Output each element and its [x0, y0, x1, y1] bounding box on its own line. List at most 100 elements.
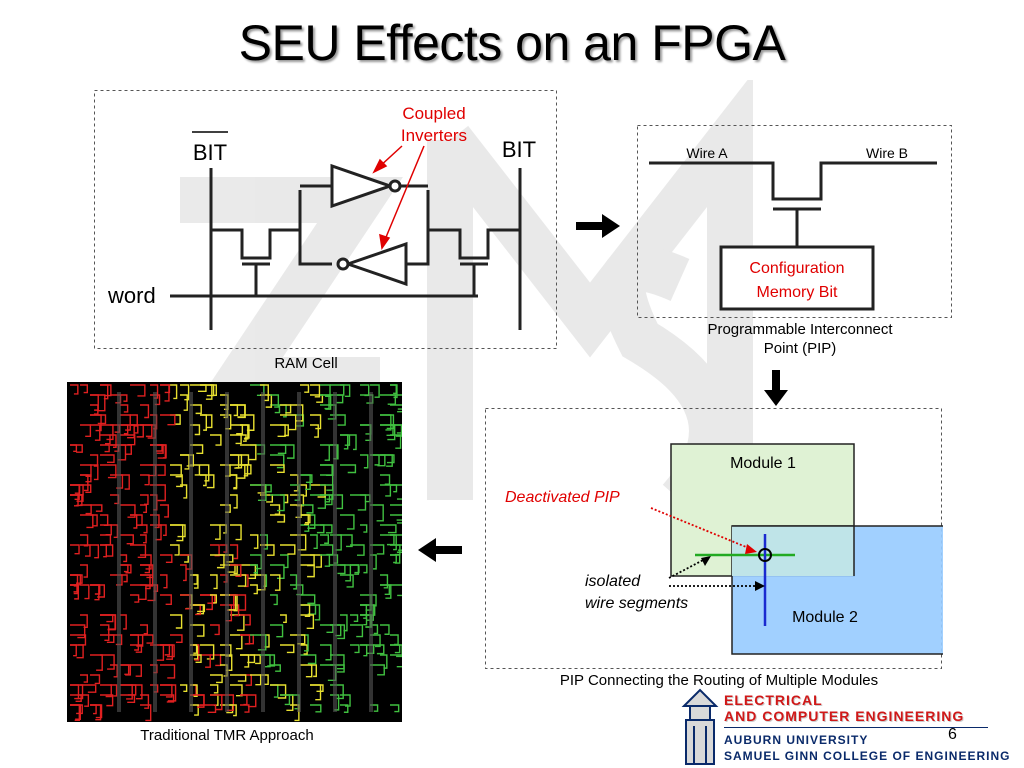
routing-trace [80, 484, 92, 493]
routing-trace [310, 684, 324, 692]
routing-trace [130, 544, 147, 558]
routing-trace [200, 474, 215, 489]
routing-trace [370, 504, 384, 522]
routing-trace [350, 434, 357, 451]
routing-trace [90, 394, 99, 411]
routing-trace [250, 534, 259, 549]
routing-trace [130, 634, 140, 651]
routing-trace [330, 414, 346, 426]
routing-trace [370, 634, 381, 648]
pip-caption-line1: Programmable Interconnect [707, 321, 893, 338]
routing-trace [210, 684, 219, 694]
routing-trace [100, 654, 115, 670]
logo-line1: ELECTRICAL [724, 692, 823, 708]
routing-trace [280, 414, 297, 431]
routing-trace [150, 484, 166, 502]
routing-trace [140, 404, 150, 419]
inverter-bottom-bubble [336, 257, 350, 271]
routing-trace [240, 444, 257, 461]
routing-trace [310, 604, 321, 621]
routing-trace [260, 394, 273, 408]
pip-diagram: Wire A Wire B Configuration Memory Bit [637, 125, 952, 318]
routing-trace [100, 544, 114, 557]
tmr-routing-image [67, 382, 402, 722]
routing-trace [190, 574, 198, 585]
routing-trace [160, 414, 176, 426]
routing-trace [380, 424, 394, 437]
routing-trace [70, 584, 80, 600]
routing-trace [140, 534, 147, 544]
config-memory-box [719, 245, 875, 311]
routing-trace [120, 534, 134, 545]
routing-trace [360, 384, 370, 397]
routing-trace [360, 644, 368, 657]
routing-trace [180, 564, 187, 582]
routing-trace [130, 594, 140, 603]
routing-trace [290, 574, 298, 590]
routing-trace [350, 614, 359, 623]
routing-trace [310, 394, 324, 403]
routing-trace [120, 564, 129, 573]
clb-column [225, 392, 229, 712]
routing-trace [390, 424, 402, 434]
routing-trace [190, 644, 198, 654]
routing-trace [100, 634, 115, 644]
routing-trace [340, 564, 352, 582]
routing-trace [170, 524, 186, 538]
routing-trace [340, 434, 349, 450]
routing-trace [130, 644, 143, 653]
routing-trace [280, 444, 295, 459]
routing-trace [200, 704, 217, 713]
routing-trace [160, 524, 167, 537]
routing-trace [330, 564, 346, 575]
routing-trace [70, 704, 82, 720]
logo-line3: AUBURN UNIVERSITY [724, 733, 869, 747]
routing-trace [320, 534, 329, 544]
routing-trace [180, 484, 188, 499]
routing-trace [120, 404, 129, 413]
routing-trace [190, 404, 202, 415]
routing-trace [280, 644, 295, 654]
routing-trace [170, 474, 183, 488]
routing-trace [310, 424, 319, 438]
routing-trace [140, 554, 152, 570]
routing-trace [80, 474, 89, 492]
routing-trace [90, 584, 100, 601]
routing-trace [370, 384, 380, 398]
routing-trace [150, 464, 166, 476]
routing-trace [370, 544, 385, 555]
routing-trace [160, 664, 176, 679]
routing-trace [190, 624, 205, 637]
routing-trace [210, 694, 223, 711]
routing-trace [310, 484, 326, 498]
routing-trace [230, 704, 237, 717]
routing-trace [120, 394, 128, 402]
bit-label: BIT [502, 137, 536, 162]
routing-trace [200, 464, 210, 482]
routing-trace [140, 574, 154, 587]
routing-trace [240, 694, 257, 708]
routing-trace [80, 514, 94, 529]
routing-trace [250, 674, 262, 686]
routing-trace [210, 594, 217, 604]
routing-trace [90, 424, 101, 441]
routing-trace [370, 644, 385, 655]
routing-trace [120, 694, 136, 704]
routing-trace [140, 634, 154, 644]
routing-trace [270, 664, 281, 672]
routing-trace [130, 424, 139, 434]
routing-trace [80, 544, 91, 557]
routing-trace [380, 524, 397, 534]
routing-trace [380, 574, 389, 589]
routing-trace [80, 504, 92, 515]
routing-trace [100, 464, 117, 479]
routing-trace [310, 534, 318, 550]
routing-trace [310, 664, 317, 678]
routing-trace [240, 464, 252, 475]
routing-trace [390, 404, 402, 413]
routing-trace [300, 664, 313, 678]
routing-trace [260, 384, 269, 402]
routing-trace [90, 704, 97, 715]
routing-trace [380, 584, 392, 599]
routing-trace [80, 534, 89, 547]
